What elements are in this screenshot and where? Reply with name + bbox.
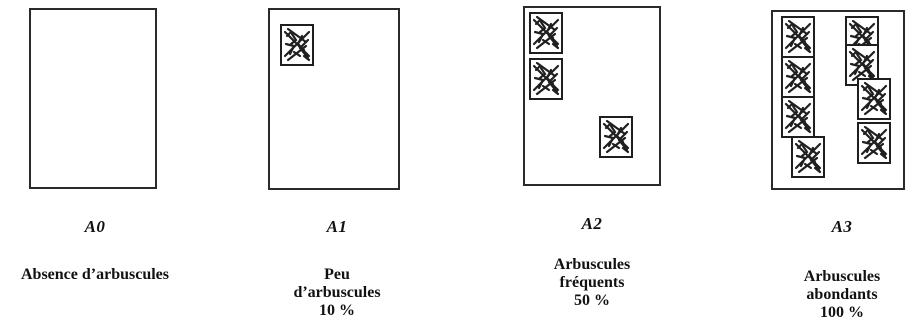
root-segment-a0 bbox=[29, 8, 157, 189]
arbuscule-drawing bbox=[860, 125, 888, 160]
percent-a2: 50 % bbox=[574, 292, 610, 309]
panel-description-a1: Peu d’arbuscules 10 % bbox=[262, 266, 412, 320]
arbuscule-drawing bbox=[784, 19, 812, 54]
root-segment-a1 bbox=[268, 8, 400, 190]
panel-description-a3: Arbuscules abondants 100 % bbox=[767, 268, 917, 322]
arbuscule-drawing bbox=[860, 81, 888, 116]
panel-code-a3: A3 bbox=[831, 217, 853, 236]
arbuscule-drawing bbox=[784, 59, 812, 94]
arbuscule-icon bbox=[599, 116, 633, 158]
panel-a0: A0 Absence d’arbuscules bbox=[20, 0, 170, 336]
panel-code-a2: A2 bbox=[581, 214, 603, 233]
root-segment-a2 bbox=[523, 6, 661, 186]
arbuscule-icon bbox=[529, 12, 563, 54]
arbuscule-drawing bbox=[532, 15, 560, 50]
arbuscule-icon bbox=[529, 58, 563, 100]
arbuscule-icon bbox=[280, 24, 314, 66]
arbuscule-icon bbox=[781, 96, 815, 138]
arbuscule-drawing bbox=[532, 61, 560, 96]
arbuscule-drawing bbox=[283, 27, 311, 62]
panel-description-a2: Arbuscules fréquents 50 % bbox=[517, 256, 667, 310]
panel-a3: A3 Arbuscules abondants 100 % bbox=[767, 0, 917, 336]
root-segment-a3 bbox=[771, 10, 905, 190]
arbuscule-icon bbox=[781, 56, 815, 98]
description-text-a1: Peu d’arbuscules bbox=[293, 266, 381, 301]
panel-code-a0: A0 bbox=[84, 217, 106, 236]
arbuscule-icon bbox=[857, 122, 891, 164]
arbuscule-icon bbox=[857, 78, 891, 120]
percent-a3: 100 % bbox=[820, 304, 864, 321]
arbuscule-drawing bbox=[784, 99, 812, 134]
panel-description-a0: Absence d’arbuscules bbox=[20, 266, 170, 284]
panel-code-a1: A1 bbox=[326, 217, 348, 236]
panel-a1: A1 Peu d’arbuscules 10 % bbox=[262, 0, 412, 336]
description-text-a0: Absence d’arbuscules bbox=[20, 266, 169, 283]
arbuscule-icon bbox=[791, 136, 825, 178]
arbuscule-drawing bbox=[602, 119, 630, 154]
description-text-a3: Arbuscules abondants bbox=[803, 268, 881, 303]
percent-a1: 10 % bbox=[319, 302, 355, 319]
panel-a2: A2 Arbuscules fréquents 50 % bbox=[517, 0, 667, 336]
arbuscule-drawing bbox=[794, 139, 822, 174]
description-text-a2: Arbuscules fréquents bbox=[553, 256, 631, 291]
arbuscule-icon bbox=[781, 16, 815, 58]
